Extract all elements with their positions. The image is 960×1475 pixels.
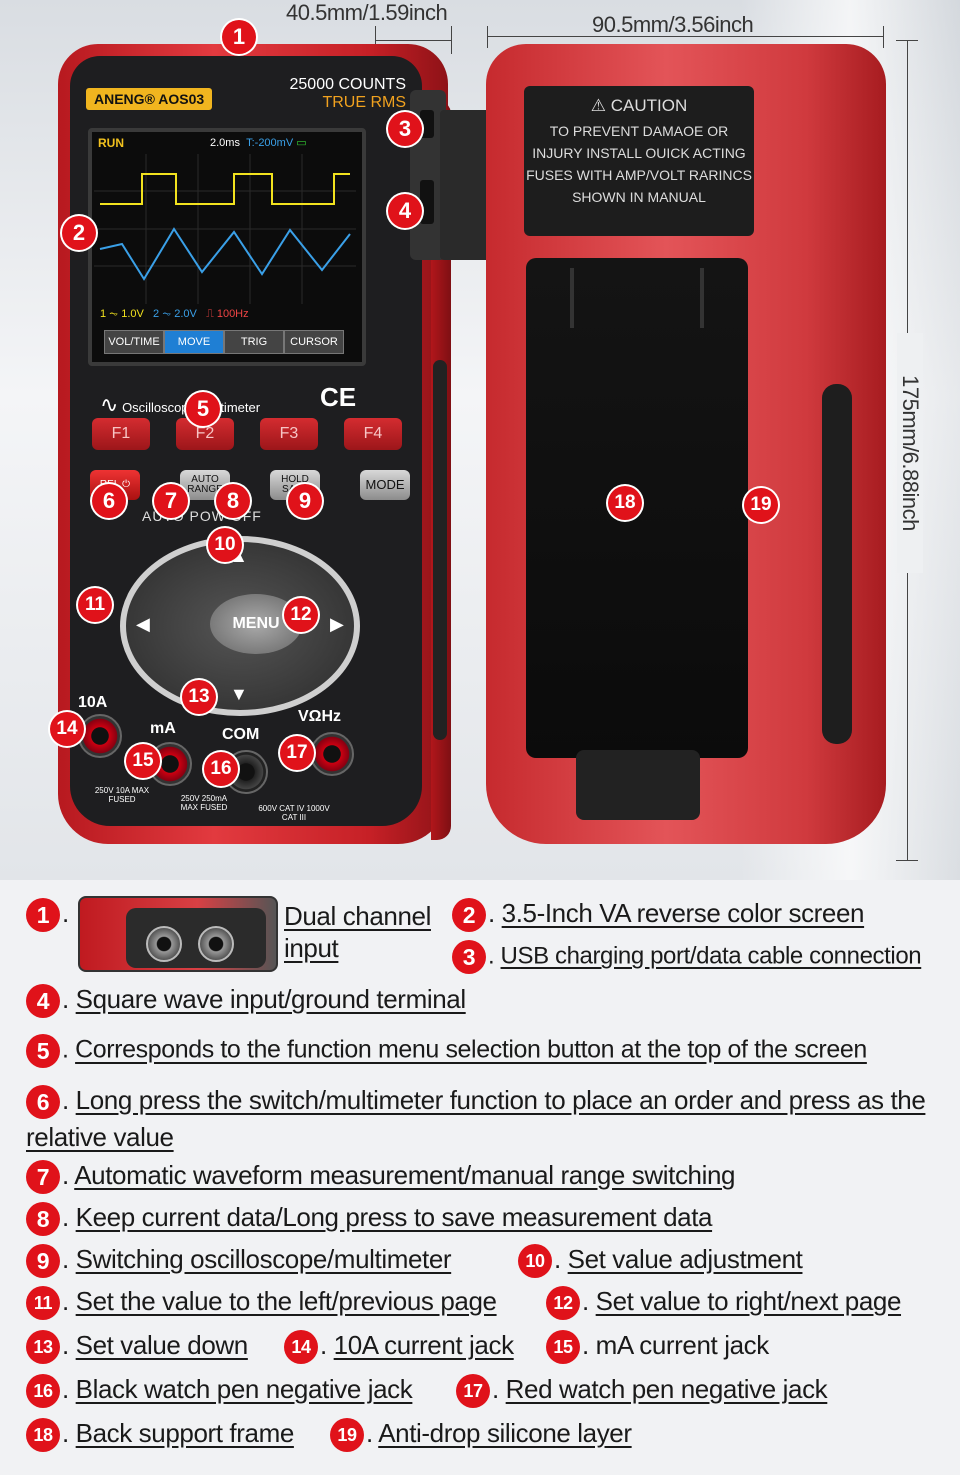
tab-trig[interactable]: TRIG (224, 330, 284, 354)
screen-menu-tabs: VOL/TIME MOVE TRIG CURSOR (104, 330, 344, 354)
callout-badge: 12 (284, 598, 318, 632)
legend-item-5: 5. Corresponds to the function menu sele… (26, 1034, 867, 1068)
brand-logo: ANENG® AOS03 (86, 88, 213, 110)
warning-ma: 250V 250mA MAX FUSED (180, 794, 228, 812)
oscilloscope-screen: RUN 2.0ms T:-200mV ▭ 1 ⏦ 1.0V 2 ⏦ 2.0V ⎍… (88, 128, 366, 366)
depth-line (375, 40, 451, 41)
navigation-pad: ▲ ▼ ◀ ▶ MENU (120, 536, 360, 716)
callout-badge: 18 (608, 486, 642, 520)
jack-10a[interactable] (78, 714, 122, 758)
callout-badge: 3 (388, 112, 422, 146)
screen-info: 2.0ms T:-200mV ▭ (210, 137, 307, 149)
callout-badge: 8 (216, 484, 250, 518)
f4-button[interactable]: F4 (344, 418, 402, 450)
back-side-grip (822, 384, 852, 744)
callout-badge: 1 (222, 20, 256, 54)
run-status: RUN (98, 136, 124, 150)
callout-badge: 13 (182, 680, 216, 714)
triangle-wave (99, 227, 351, 281)
callout-badge: 11 (78, 588, 112, 622)
channel-readout: 1 ⏦ 1.0V 2 ⏦ 2.0V ⎍ 100Hz (100, 308, 249, 320)
legend-item-19: 19. Anti-drop silicone layer (330, 1418, 632, 1453)
depth-dimension: 40.5mm/1.59inch (286, 0, 448, 25)
legend-text-1: Dual channel input (284, 901, 431, 963)
width-tick-right (883, 26, 884, 48)
legend-item-9: 9. Switching oscilloscope/multimeter (26, 1244, 452, 1279)
legend-item-11: 11. Set the value to the left/previous p… (26, 1286, 497, 1321)
tab-cursor[interactable]: CURSOR (284, 330, 344, 354)
width-line (487, 36, 883, 37)
height-dimension: 175mm/6.88inch (897, 333, 923, 573)
legend-item-14: 14. 10A current jack (284, 1330, 514, 1365)
legend-item-7: 7. Automatic waveform measurement/manual… (26, 1160, 736, 1195)
callout-badge: 6 (92, 484, 126, 518)
depth-tick-right (451, 26, 452, 54)
caution-label: ⚠ CAUTION TO PREVENT DAMAOE OR INJURY IN… (524, 86, 754, 236)
jack-vohz[interactable] (310, 732, 354, 776)
width-dimension: 90.5mm/3.56inch (592, 12, 754, 37)
legend-item-3: 3. USB charging port/data cable connecti… (452, 940, 922, 974)
legend-item-13: 13. Set value down (26, 1330, 248, 1365)
height-tick-bottom (896, 860, 918, 861)
function-keys: F1 F2 F3 F4 (92, 418, 402, 450)
depth-tick-left (375, 26, 376, 54)
waveform-display (94, 154, 356, 304)
legend-item-16: 16. Black watch pen negative jack (26, 1374, 413, 1409)
right-arrow-icon[interactable]: ▶ (330, 614, 344, 634)
callout-badge: 4 (388, 194, 422, 228)
legend-item-6: 6. Long press the switch/multimeter func… (26, 1085, 926, 1153)
width-tick-left (487, 26, 488, 48)
callout-badge: 19 (744, 488, 778, 522)
legend-item-10: 10. Set value adjustment (518, 1244, 803, 1279)
callout-badge: 10 (208, 528, 242, 562)
f3-button[interactable]: F3 (260, 418, 318, 450)
legend-item-12: 12. Set value to right/next page (546, 1286, 901, 1321)
down-arrow-icon[interactable]: ▼ (230, 684, 248, 704)
front-side-grip (431, 100, 451, 840)
square-wave-terminal[interactable] (420, 180, 434, 224)
stand-foot (576, 750, 700, 820)
callout-badge: 17 (280, 736, 314, 770)
control-buttons: REL ⏻ AUTO RANGE HOLD SAVE MODE (90, 470, 410, 500)
square-wave (100, 173, 350, 205)
f1-button[interactable]: F1 (92, 418, 150, 450)
callout-badge: 14 (50, 712, 84, 746)
legend-item-15: 15. mA current jack (546, 1330, 769, 1365)
callout-badge: 9 (288, 484, 322, 518)
legend-item-2: 2. 3.5-Inch VA reverse color screen (452, 898, 865, 933)
callout-badge: 5 (186, 392, 220, 426)
tab-vol-time[interactable]: VOL/TIME (104, 330, 164, 354)
bnc-connector-icon (198, 926, 234, 962)
dual-channel-input-thumbnail (78, 896, 278, 972)
device-subtitle: ∿ Oscilloscope Multimeter (100, 392, 261, 417)
counts-label: 25000 COUNTS TRUE RMS (289, 76, 407, 111)
jack-ma-label: mA (150, 720, 176, 737)
legend-item-18: 18. Back support frame (26, 1418, 294, 1453)
front-face: ANENG® AOS03 25000 COUNTS TRUE RMS RUN 2… (70, 56, 422, 826)
legend-item-17: 17. Red watch pen negative jack (456, 1374, 828, 1409)
callout-badge: 16 (204, 752, 238, 786)
callout-badge: 15 (126, 744, 160, 778)
usb-port[interactable] (420, 110, 434, 138)
mode-button[interactable]: MODE (360, 470, 410, 500)
jack-10a-label: 10A (78, 694, 108, 711)
left-arrow-icon[interactable]: ◀ (136, 614, 150, 634)
bnc-connector-icon (146, 926, 182, 962)
ce-mark: CE (320, 382, 357, 412)
legend-item-8: 8. Keep current data/Long press to save … (26, 1202, 712, 1237)
callout-badge: 2 (62, 216, 96, 250)
multimeter-back: ⚠ CAUTION TO PREVENT DAMAOE OR INJURY IN… (486, 44, 886, 844)
multimeter-front: ANENG® AOS03 25000 COUNTS TRUE RMS RUN 2… (58, 44, 451, 844)
jack-vohz-label: VΩHz (298, 708, 342, 725)
legend-item-1: 1. (26, 898, 69, 933)
caution-text: TO PREVENT DAMAOE OR INJURY INSTALL OUIC… (526, 123, 752, 205)
warning-10a: 250V 10A MAX FUSED (94, 786, 150, 804)
jack-com-label: COM (222, 726, 260, 743)
warning-cat: 600V CAT IV 1000V CAT III (258, 804, 330, 822)
caution-title: ⚠ CAUTION (590, 96, 688, 115)
height-tick-top (896, 40, 918, 41)
callout-badge: 7 (154, 484, 188, 518)
tab-move[interactable]: MOVE (164, 330, 224, 354)
legend-item-4: 4. Square wave input/ground terminal (26, 984, 466, 1019)
